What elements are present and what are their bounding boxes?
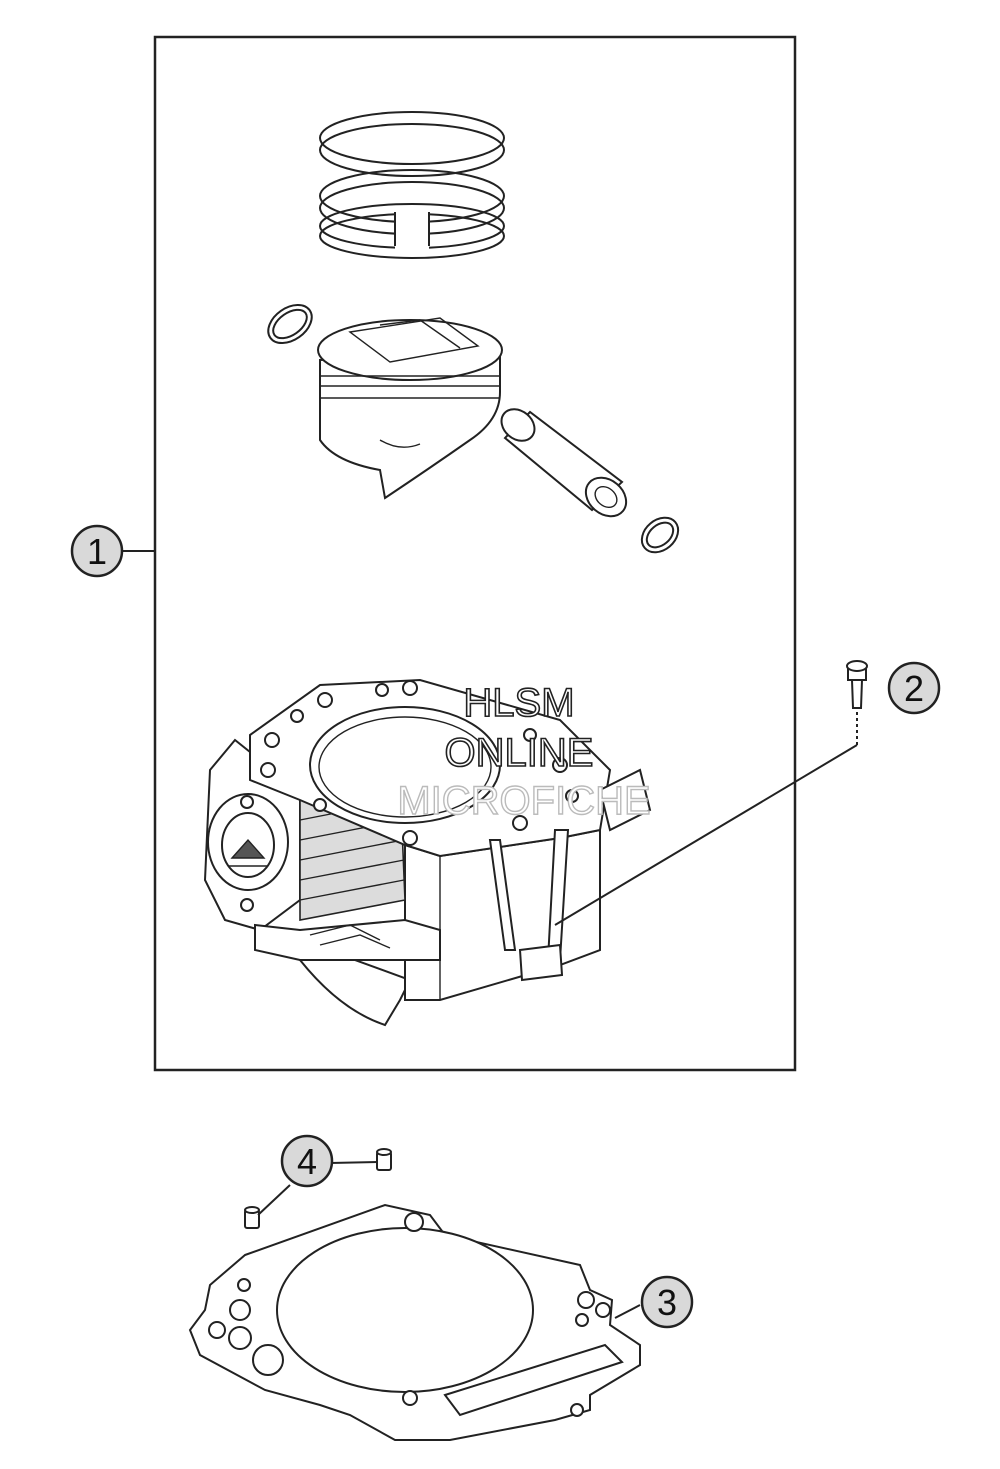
piston-pin-circlip-right <box>640 516 680 554</box>
cylinder-kit-frame <box>153 35 797 1072</box>
cylinder-drawing <box>203 678 652 1027</box>
piston-drawing <box>317 317 503 500</box>
piston-rings-drawing <box>319 111 505 259</box>
callout-1: 1 <box>70 524 124 578</box>
leader-lines <box>122 550 858 1319</box>
piston-pin-circlip-left <box>267 303 313 345</box>
callout-4: 4 <box>280 1134 334 1188</box>
callout-1-label: 1 <box>87 531 107 572</box>
piston-pin-drawing <box>500 408 628 518</box>
watermark-line-2: ONLINE <box>445 731 594 775</box>
screw-drawing <box>846 660 868 709</box>
callout-3-label: 3 <box>657 1282 677 1323</box>
cylinder-base-gasket-drawing <box>188 1203 641 1441</box>
dowel-pin-right <box>376 1148 392 1171</box>
watermark-line-3: MICROFICHE <box>397 779 650 823</box>
callout-3: 3 <box>640 1275 694 1329</box>
callout-2: 2 <box>887 661 941 715</box>
dowel-pin-left <box>244 1206 260 1229</box>
watermark-line-1: HLSM <box>463 681 574 725</box>
callout-4-label: 4 <box>297 1141 317 1182</box>
watermark: HLSM ONLINE MICROFICHE <box>397 680 652 824</box>
callout-2-label: 2 <box>904 668 924 709</box>
